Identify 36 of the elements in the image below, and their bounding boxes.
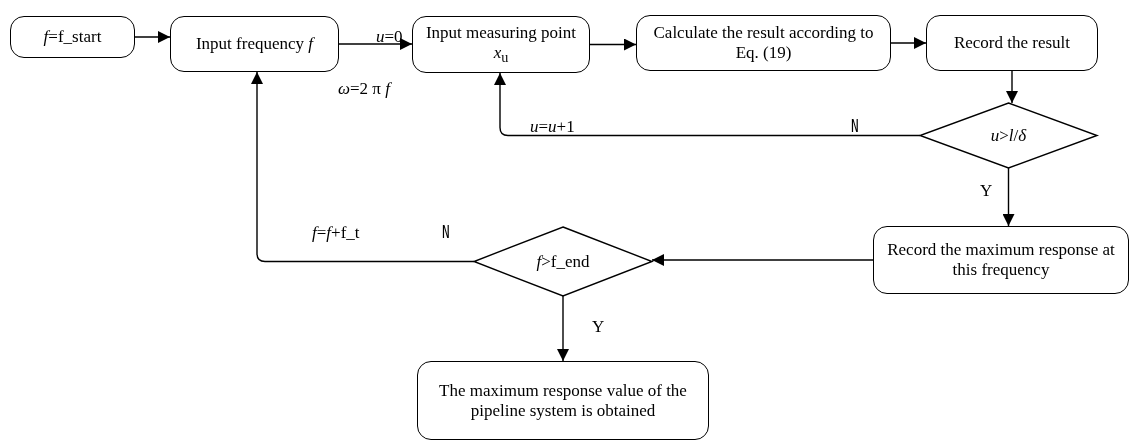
- arrow: [890, 37, 927, 49]
- arrow: [338, 38, 413, 50]
- node-text: The maximum response value of the pipeline system is obtained: [438, 380, 688, 421]
- node-text: f>f_end: [536, 251, 590, 272]
- note-text: N: [851, 118, 859, 135]
- edge-label: Y: [980, 182, 993, 199]
- process-box: [412, 16, 590, 73]
- edge-label: f=f+f_t: [312, 224, 360, 241]
- decision-diamond: [920, 103, 1097, 168]
- process-box: [417, 361, 709, 440]
- process-box: [636, 15, 891, 71]
- arrow: [557, 295, 569, 362]
- process-box: [873, 226, 1129, 294]
- edge-label: Y: [592, 318, 605, 335]
- arrow: [134, 31, 171, 43]
- edge-label: u=0: [376, 28, 403, 45]
- node-text: f=f_start: [43, 27, 102, 47]
- process-box: [170, 16, 339, 72]
- node-text: u>l/δ: [990, 125, 1027, 146]
- arrow: [1006, 70, 1018, 104]
- note-text: ω=2 π f: [338, 80, 390, 97]
- decision-diamond: [474, 227, 652, 296]
- arrow: [651, 254, 874, 266]
- arrow: [1002, 167, 1015, 227]
- process-box: [926, 15, 1098, 71]
- node-text: Input measuring point x$_{u}$: [424, 23, 578, 66]
- node-text: Record the maximum response at this frequency: [886, 240, 1116, 280]
- node-text: Input frequency f: [195, 34, 314, 54]
- arrow: [589, 38, 637, 51]
- note-text: N: [442, 224, 450, 241]
- process-box: [10, 16, 135, 58]
- edge-label: u=u+1: [530, 118, 575, 135]
- node-text: Record the result: [953, 33, 1071, 53]
- arrow: [494, 72, 921, 137]
- node-text: Calculate the result according to Eq. (19): [652, 23, 875, 63]
- arrow: [251, 71, 475, 263]
